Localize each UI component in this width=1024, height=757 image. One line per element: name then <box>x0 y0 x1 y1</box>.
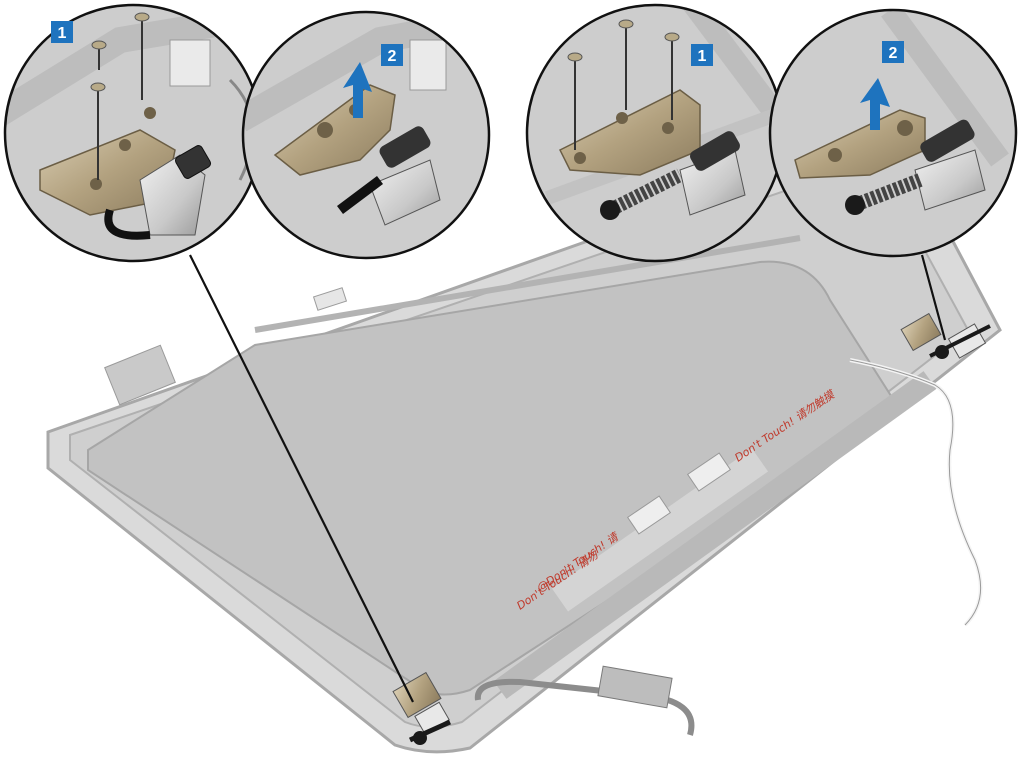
screw-icon <box>134 12 150 100</box>
display-cable-connector <box>597 665 673 709</box>
callout-left-hinge-lift: 2 <box>241 10 491 260</box>
display-back-cover: Don't Touch! 请勿触摸 Don't Touch! 请勿 @Don't… <box>46 148 1002 754</box>
screw-icon <box>91 40 107 70</box>
step-badge: 2 <box>882 41 904 63</box>
bottom-edge-strip <box>493 371 937 699</box>
flex-cable-area <box>551 448 769 612</box>
svg-text:1: 1 <box>698 48 707 65</box>
svg-text:1: 1 <box>58 25 67 42</box>
left-hinge-on-panel <box>392 671 452 745</box>
top-bracket <box>312 287 348 311</box>
callout-right-hinge-lift: 2 <box>768 8 1018 258</box>
cable-clip <box>686 452 732 492</box>
screw-icon <box>618 19 634 110</box>
step-badge: 2 <box>381 44 403 66</box>
leader-line-right <box>920 254 947 341</box>
arrow-up-icon <box>860 78 890 130</box>
svg-text:2: 2 <box>889 45 898 62</box>
leader-line-left <box>189 254 414 703</box>
left-board <box>104 344 176 406</box>
cable-clip <box>626 495 672 535</box>
antenna-cable-outline <box>849 359 982 626</box>
screw-icon <box>90 82 106 180</box>
top-edge-channel <box>254 235 801 333</box>
arrow-up-icon <box>343 62 372 118</box>
screw-icon <box>664 32 680 120</box>
callout-left-hinge-screws: 1 <box>3 3 263 263</box>
screw-icon <box>567 52 583 150</box>
right-hinge-on-panel <box>900 312 991 359</box>
step-badge: 1 <box>51 21 73 43</box>
callout-right-hinge-screws: 1 <box>525 3 785 263</box>
step-badge: 1 <box>691 44 713 66</box>
svg-text:2: 2 <box>388 48 397 65</box>
